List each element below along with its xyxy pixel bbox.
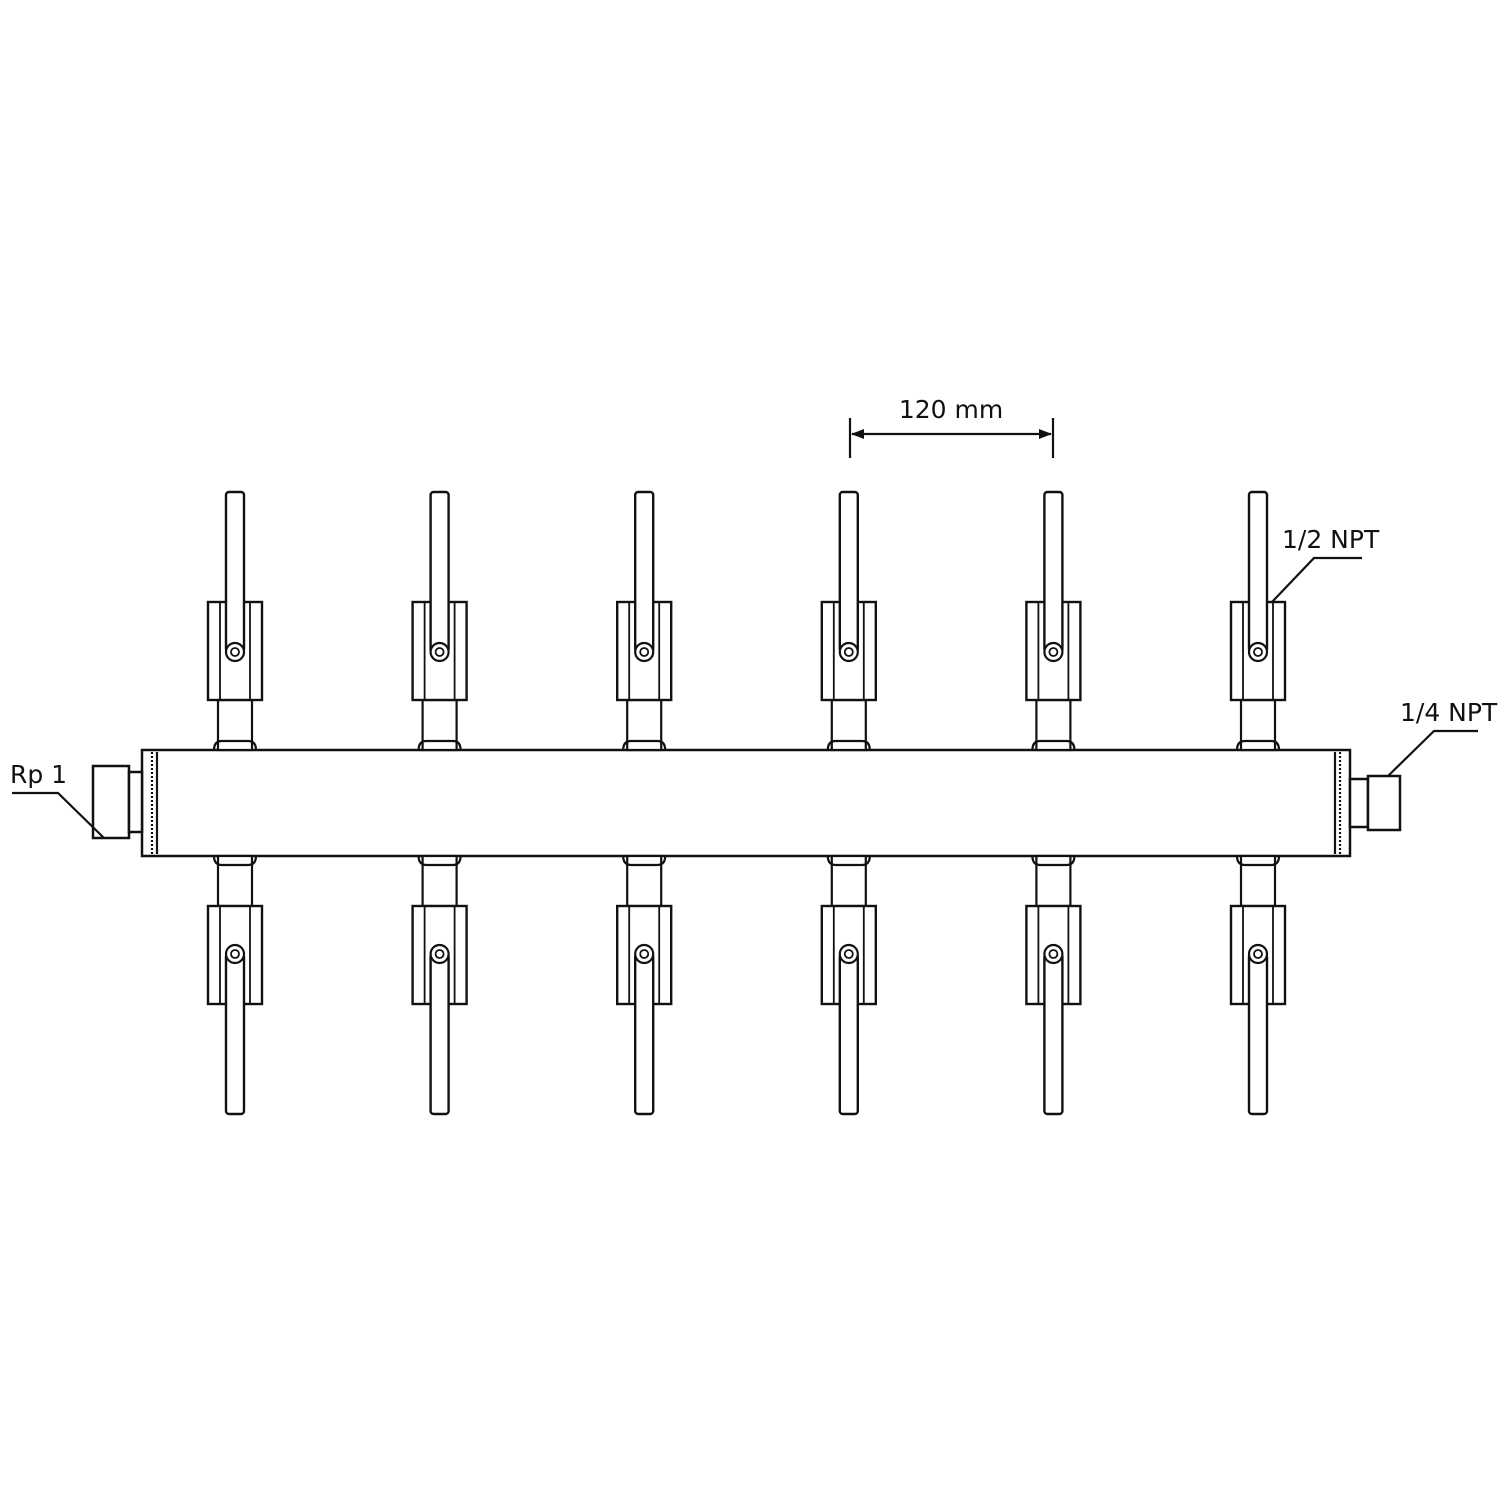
bottom-outlet-4 — [820, 854, 877, 1116]
inlet-thread-label: Rp 1 — [10, 760, 67, 789]
top-outlet-1 — [206, 490, 264, 752]
outlet-thread-callout: 1/2 NPT — [1271, 525, 1380, 603]
top-outlet-5 — [1025, 490, 1082, 752]
outlet-valves — [206, 490, 1287, 1116]
side-port-fitting — [1348, 774, 1402, 832]
bottom-outlet-3 — [616, 854, 673, 1116]
side-port-thread-callout: 1/4 NPT — [1387, 698, 1498, 777]
top-outlet-4 — [820, 490, 877, 752]
bottom-outlet-2 — [411, 854, 468, 1116]
bottom-outlet-5 — [1025, 854, 1082, 1116]
top-outlet-2 — [411, 490, 468, 752]
spacing-label: 120 mm — [899, 395, 1003, 424]
spacing-dimension: 120 mm — [848, 395, 1055, 458]
bottom-outlet-1 — [206, 854, 264, 1116]
manifold-body — [140, 748, 1352, 858]
bottom-outlet-6 — [1229, 854, 1287, 1116]
top-outlet-3 — [616, 490, 673, 752]
outlet-thread-label: 1/2 NPT — [1282, 525, 1380, 554]
top-outlet-6 — [1229, 490, 1287, 752]
inlet-thread-callout: Rp 1 — [10, 760, 105, 839]
side-port-thread-label: 1/4 NPT — [1400, 698, 1498, 727]
inlet-fitting — [91, 764, 144, 840]
